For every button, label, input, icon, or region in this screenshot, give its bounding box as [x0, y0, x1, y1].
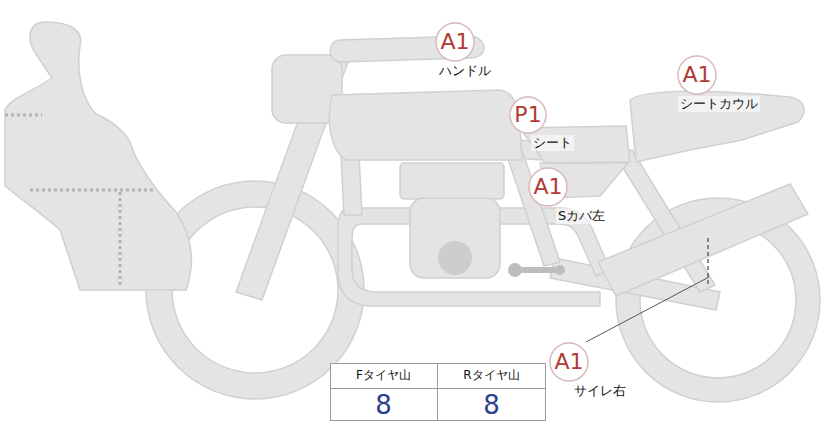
callout-number: A1	[677, 55, 717, 95]
leader-line	[586, 277, 709, 342]
callout-number: A1	[435, 22, 475, 62]
circle-shape	[529, 168, 567, 206]
leader-line	[707, 238, 708, 284]
circle-shape	[678, 56, 716, 94]
table-header: Fタイヤ山	[356, 369, 411, 382]
table-value: 8	[483, 391, 500, 420]
callout-number: A1	[528, 167, 568, 207]
part-name: シート	[531, 135, 574, 151]
callout-circle: P1シート	[509, 96, 547, 134]
callout-number: A1	[549, 342, 589, 382]
table-header: Rタイヤ山	[463, 369, 519, 382]
table-value: 8	[375, 391, 392, 420]
part-name: シートカウル	[678, 96, 760, 112]
part-name: サイレ右	[572, 383, 628, 399]
circle-shape	[436, 23, 474, 61]
circle-shape	[510, 97, 546, 133]
callout-circle: A1サイレ右	[549, 342, 589, 382]
part-name: Sカバ左	[556, 208, 607, 224]
callout-circle: A1シートカウル	[677, 55, 717, 95]
tread-table	[331, 364, 546, 421]
callout-circle: A1Sカバ左	[528, 167, 568, 207]
part-name: ハンドル	[437, 63, 493, 79]
callout-number: P1	[509, 96, 547, 134]
circle-shape	[550, 343, 588, 381]
callout-circle: A1ハンドル	[435, 22, 475, 62]
